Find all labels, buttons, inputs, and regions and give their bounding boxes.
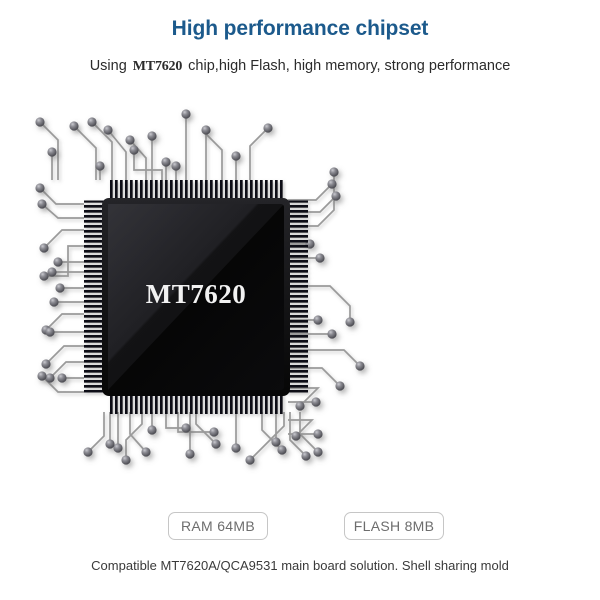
chip-package: MT7620 — [84, 180, 308, 414]
chip-illustration: MT7620 — [0, 100, 600, 490]
chip-pins-top — [108, 180, 284, 202]
page-title: High performance chipset — [171, 17, 429, 40]
chip-highlight — [108, 204, 284, 390]
page-subtitle: Using MT7620 chip,high Flash, high memor… — [0, 58, 600, 75]
chip-pins-left — [84, 200, 106, 393]
subtitle-chip-name: MT7620 — [132, 59, 183, 74]
subtitle-prefix: Using — [89, 58, 131, 74]
chip-pins-right — [286, 200, 308, 393]
subtitle-suffix: chip,high Flash, high memory, strong per… — [184, 58, 511, 74]
solder-pads — [35, 109, 365, 465]
circuit-traces — [39, 114, 361, 461]
chip-label: MT7620 — [146, 279, 247, 309]
spec-badge-ram: RAM 64MB — [168, 512, 268, 540]
spec-badge-flash: FLASH 8MB — [344, 512, 444, 540]
compatibility-note: Compatible MT7620A/QCA9531 main board so… — [91, 558, 509, 573]
chip-pins-bottom — [108, 392, 284, 414]
chip-graphic: MT7620 — [35, 109, 365, 465]
